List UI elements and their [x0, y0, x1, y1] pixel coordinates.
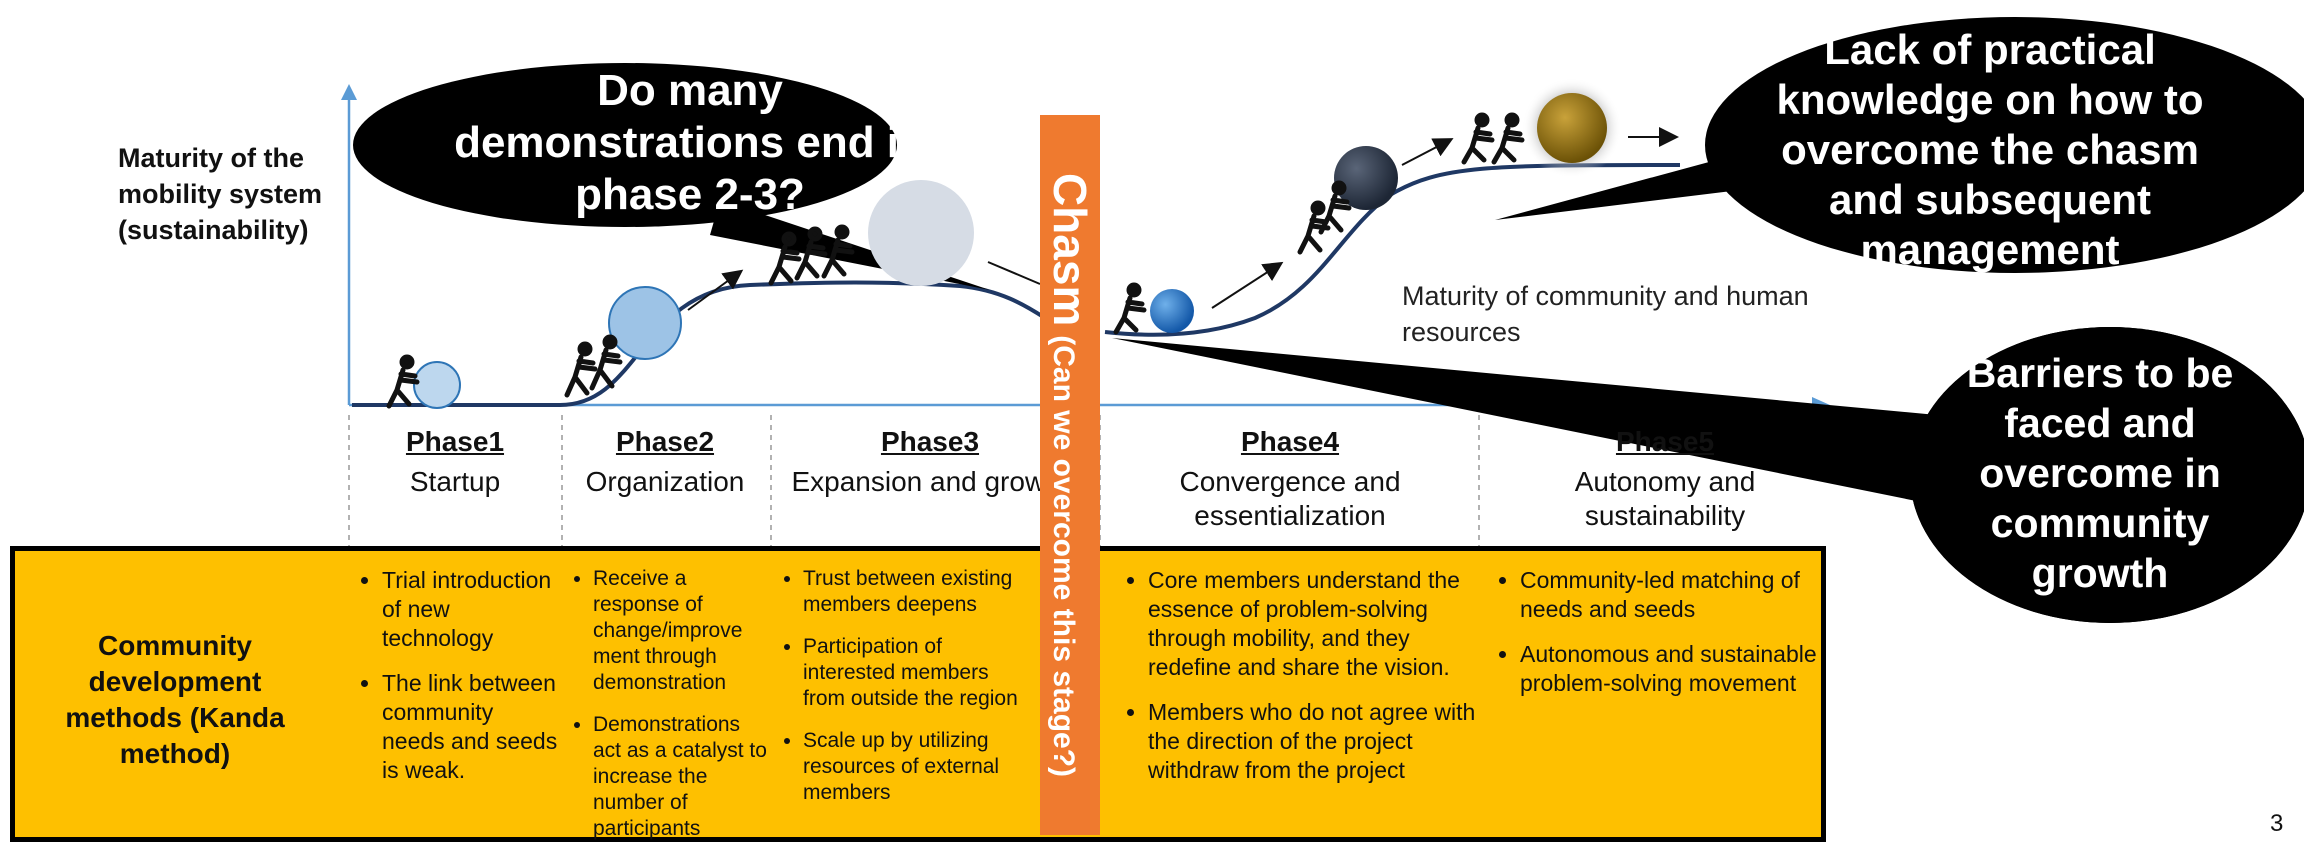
list-item: Community-led matching of needs and seed… — [1520, 566, 1820, 624]
phase-4-header: Phase4 Convergence and essentialization — [1130, 425, 1450, 533]
ball-phase2 — [608, 286, 682, 360]
pusher-figures — [386, 112, 1525, 409]
ball-phase3 — [868, 180, 974, 286]
list-item: Core members understand the essence of p… — [1148, 566, 1478, 682]
phase-1-title: Phase1 — [405, 426, 505, 457]
ball-phase1 — [413, 361, 461, 409]
phase-5-name: Autonomy and sustainability — [1574, 466, 1756, 531]
phase-3-title: Phase3 — [880, 426, 980, 457]
bubble-barriers-text: Barriers to be faced and overcome in com… — [1966, 350, 2234, 596]
maturity-curve-left — [352, 280, 1047, 407]
phase-2-methods: Receive a response of change/improve men… — [563, 566, 769, 858]
phase-1-header: Phase1 Startup — [355, 425, 555, 499]
phase-5-header: Phase5 Autonomy and sustainability — [1500, 425, 1830, 533]
list-item: Trust between existing members deepens — [803, 566, 1035, 618]
methods-box — [10, 546, 1826, 842]
community-maturity-label: Maturity of community and human resource… — [1402, 281, 1809, 347]
ball-phase4b — [1334, 146, 1398, 210]
progress-arrows — [687, 127, 1679, 311]
phase-2-name: Organization — [585, 466, 745, 497]
chasm-subtitle: (Can we overcome this stage?) — [1047, 335, 1080, 778]
phase-2-header: Phase2 Organization — [565, 425, 765, 499]
phase-3-name: Expansion and growth — [791, 466, 1069, 497]
list-item: Autonomous and sustainable problem-solvi… — [1520, 640, 1820, 698]
phase-2-title: Phase2 — [615, 426, 715, 457]
ball-phase4 — [1150, 289, 1194, 333]
phase-4-methods: Core members understand the essence of p… — [1118, 566, 1478, 801]
phase-3-header: Phase3 Expansion and growth — [790, 425, 1070, 499]
y-axis-label: Maturity of the mobility system (sustain… — [118, 143, 323, 245]
list-item: Trial introduction of new technology — [382, 566, 560, 653]
phase-3-methods: Trust between existing members deepens P… — [773, 566, 1035, 822]
ball-phase5 — [1537, 93, 1607, 163]
list-item: Members who do not agree with the direct… — [1148, 698, 1478, 785]
list-item: Demonstrations act as a catalyst to incr… — [593, 712, 769, 842]
page-number: 3 — [2270, 810, 2284, 837]
chasm-title: Chasm — [1044, 172, 1096, 327]
list-item: Participation of interested members from… — [803, 634, 1035, 712]
chasm-label: Chasm (Can we overcome this stage?) — [1040, 115, 1100, 835]
maturity-curve-right — [1104, 163, 1681, 337]
y-axis-arrowhead — [341, 84, 357, 100]
list-item: Receive a response of change/improve men… — [593, 566, 769, 696]
list-item: Scale up by utilizing resources of exter… — [803, 728, 1035, 806]
phase-4-title: Phase4 — [1240, 426, 1340, 457]
phase-1-methods: Trial introduction of new technology The… — [352, 566, 560, 801]
phase-5-title: Phase5 — [1615, 426, 1715, 457]
bubble-lack-knowledge-text: Lack of practical knowledge on how to ov… — [1776, 26, 2204, 273]
methods-label: Community development methods (Kanda met… — [65, 630, 285, 769]
chasm-bar — [1040, 115, 1100, 835]
bubble-demonstrations-text: Do many demonstrations end in phase 2-3? — [454, 66, 926, 219]
phase-4-name: Convergence and essentialization — [1179, 466, 1401, 531]
phase-5-methods: Community-led matching of needs and seed… — [1490, 566, 1820, 714]
list-item: The link between community needs and see… — [382, 669, 560, 785]
bubble-lack-knowledge — [1495, 17, 2304, 273]
phase-1-name: Startup — [409, 466, 501, 497]
